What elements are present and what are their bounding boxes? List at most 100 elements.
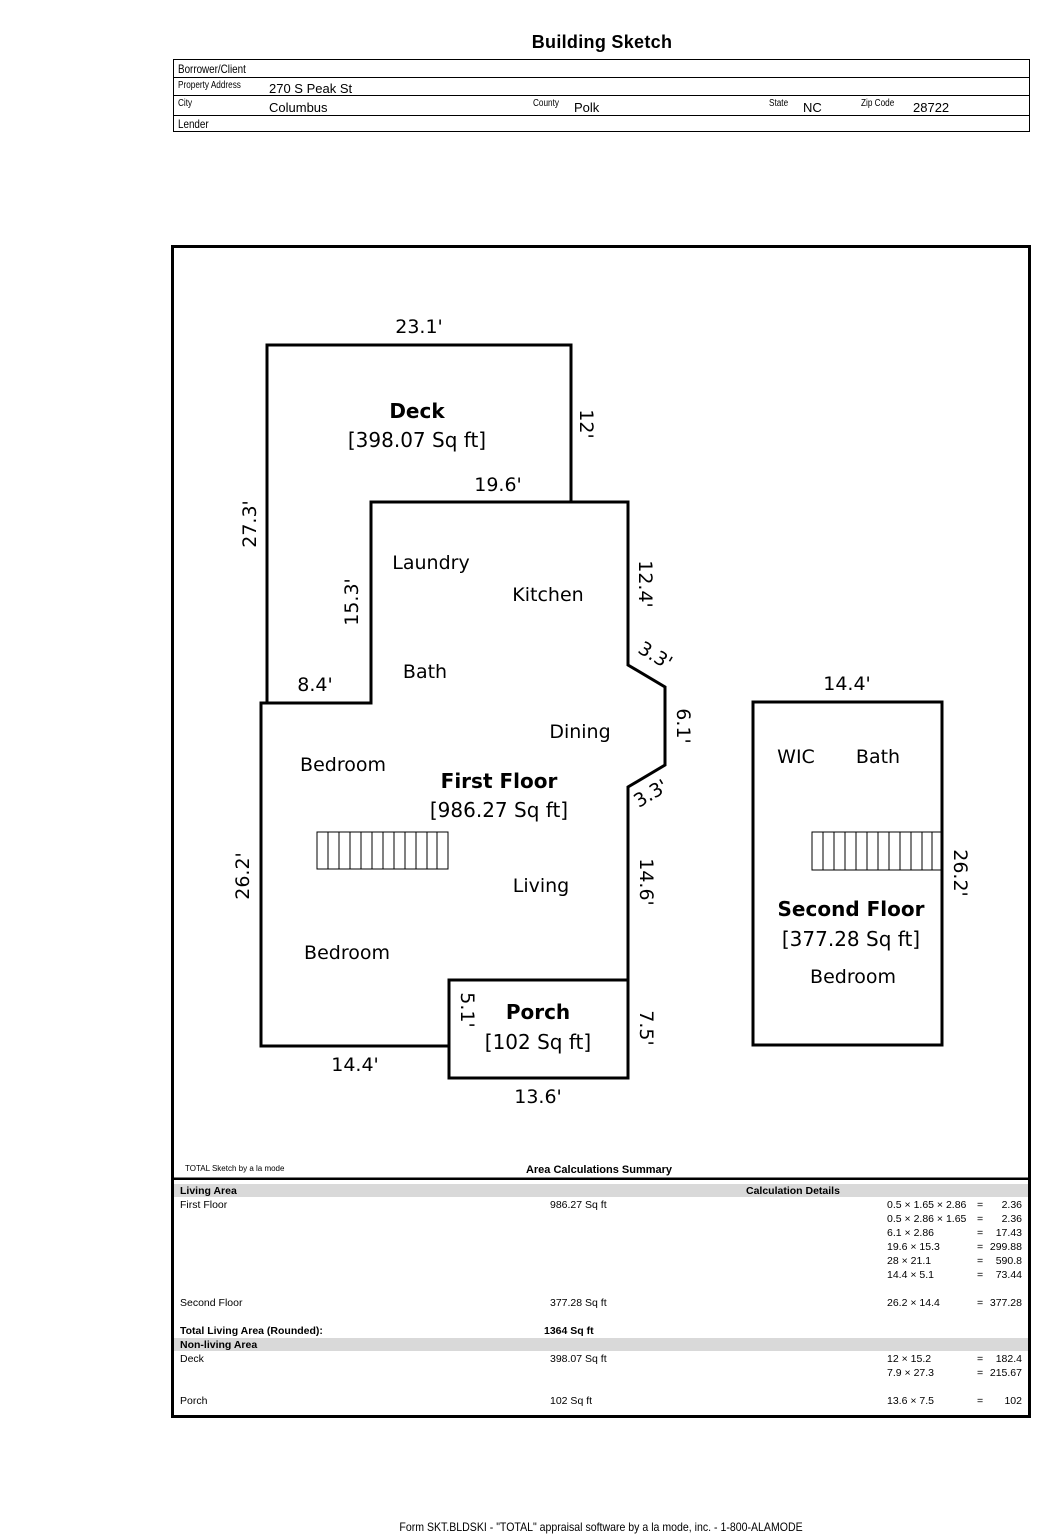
calc-expr: 19.6 × 15.3 <box>887 1241 940 1253</box>
form-footer: Form SKT.BLDSKI - "TOTAL" appraisal soft… <box>399 1520 803 1534</box>
county-value: Polk <box>574 100 600 115</box>
room-bedroom-second: Bedroom <box>810 966 896 988</box>
calc-eq: = <box>977 1199 984 1211</box>
deck-area-name: Deck <box>389 399 445 423</box>
calc-value: 102 <box>1004 1395 1022 1407</box>
second-floor-label: Second Floor <box>180 1297 243 1309</box>
calculation-details-header: Calculation Details <box>746 1185 840 1197</box>
floor-plan-sketch: 23.1' 12' 19.6' 27.3' 15.3' 8.4' 12.4' 3… <box>172 316 1030 1180</box>
dim-second-top: 14.4' <box>823 673 871 695</box>
porch-area: 102 Sq ft <box>550 1395 593 1407</box>
porch-area-name: Porch <box>506 1000 570 1024</box>
porch-area-size: [102 Sq ft] <box>485 1030 591 1054</box>
borrower-row: Borrower/Client <box>174 60 1029 78</box>
property-row: Property Address 270 S Peak St <box>174 78 1029 96</box>
county-label: County <box>533 98 559 109</box>
deck-area: 398.07 Sq ft <box>550 1353 607 1365</box>
room-living: Living <box>513 875 570 897</box>
zip-code-label: Zip Code <box>861 98 895 109</box>
software-note: TOTAL Sketch by a la mode <box>185 1164 285 1173</box>
dim-porch-left: 5.1' <box>456 992 478 1027</box>
calc-expr: 0.5 × 1.65 × 2.86 <box>887 1199 967 1211</box>
borrower-label: Borrower/Client <box>178 62 246 76</box>
area-calculations-table: Living Area Calculation Details First Fl… <box>174 1180 1028 1415</box>
calc-value: 2.36 <box>1001 1199 1022 1211</box>
total-living-area-value: 1364 Sq ft <box>544 1325 594 1337</box>
deck-label: Deck <box>180 1353 204 1365</box>
calc-expr: 26.2 × 14.4 <box>887 1297 940 1309</box>
lender-row: Lender <box>174 116 1029 132</box>
calc-value: 215.67 <box>989 1367 1022 1379</box>
dim-deck-left: 27.3' <box>239 500 261 548</box>
calc-value: 182.4 <box>995 1353 1022 1365</box>
subject-info-box: Borrower/Client Property Address 270 S P… <box>173 59 1030 132</box>
calc-value: 377.28 <box>989 1297 1022 1309</box>
deck-area-size: [398.07 Sq ft] <box>348 428 486 452</box>
second-floor-area-name: Second Floor <box>778 897 925 921</box>
dim-first-bottom: 14.4' <box>331 1054 379 1076</box>
stairs-first-floor <box>316 831 449 870</box>
first-floor-area-size: [986.27 Sq ft] <box>430 798 568 822</box>
zip-code-value: 28722 <box>913 100 950 115</box>
sketch-frame <box>171 245 1031 1418</box>
property-address-value: 270 S Peak St <box>269 81 353 96</box>
total-living-area-label: Total Living Area (Rounded): <box>180 1325 323 1337</box>
dim-living-right: 14.6' <box>635 858 657 906</box>
calc-expr: 12 × 15.2 <box>887 1353 932 1365</box>
summary-title: Area Calculations Summary <box>525 1164 673 1176</box>
calc-eq: = <box>977 1255 984 1267</box>
room-dining: Dining <box>549 721 610 743</box>
calc-expr: 6.1 × 2.86 <box>887 1227 934 1239</box>
calc-expr: 14.4 × 5.1 <box>887 1269 934 1281</box>
dim-deck-top: 23.1' <box>395 316 443 338</box>
dim-bay-right: 6.1' <box>672 708 694 743</box>
city-row: City Columbus County Polk State NC Zip C… <box>174 96 1029 116</box>
calc-value: 299.88 <box>989 1241 1022 1253</box>
room-bath-second: Bath <box>856 746 900 768</box>
second-floor-area: 377.28 Sq ft <box>550 1297 607 1309</box>
living-area-band <box>174 1184 1028 1197</box>
dim-porch-bottom: 13.6' <box>514 1086 562 1108</box>
calc-value: 73.44 <box>995 1269 1022 1281</box>
calc-eq: = <box>977 1395 984 1407</box>
dim-deck-right: 12' <box>575 409 597 438</box>
first-floor-label: First Floor <box>180 1199 228 1211</box>
dim-laundry-left: 15.3' <box>341 578 363 626</box>
first-floor-area-name: First Floor <box>441 769 558 793</box>
room-kitchen: Kitchen <box>512 584 583 606</box>
calc-value: 590.8 <box>995 1255 1022 1267</box>
first-floor-area: 986.27 Sq ft <box>550 1199 607 1211</box>
city-value: Columbus <box>269 100 328 115</box>
property-address-label: Property Address <box>178 80 241 91</box>
calc-value: 2.36 <box>1001 1213 1022 1225</box>
second-floor-area-size: [377.28 Sq ft] <box>782 927 920 951</box>
room-laundry: Laundry <box>392 552 469 574</box>
room-bedroom-rear: Bedroom <box>304 942 390 964</box>
calc-expr: 28 × 21.1 <box>887 1255 932 1267</box>
city-label: City <box>178 98 193 109</box>
state-label: State <box>769 98 789 109</box>
stairs-second-floor <box>811 831 943 871</box>
room-wic: WIC <box>777 746 815 768</box>
dim-porch-right: 7.5' <box>635 1010 657 1045</box>
calc-expr: 0.5 × 2.86 × 1.65 <box>887 1213 967 1225</box>
lender-label: Lender <box>178 117 209 131</box>
room-bedroom-front: Bedroom <box>300 754 386 776</box>
state-value: NC <box>803 100 822 115</box>
dim-bay-upper: 3.3' <box>634 637 676 674</box>
porch-label: Porch <box>180 1395 208 1407</box>
calc-eq: = <box>977 1241 984 1253</box>
porch-outline <box>447 978 630 1080</box>
calc-eq: = <box>977 1353 984 1365</box>
dim-bath-ledge: 8.4' <box>297 674 332 696</box>
calc-eq: = <box>977 1227 984 1239</box>
calc-value: 17.43 <box>995 1227 1022 1239</box>
calc-eq: = <box>977 1213 984 1225</box>
living-area-header: Living Area <box>180 1185 237 1197</box>
non-living-area-band <box>174 1338 1028 1351</box>
calc-eq: = <box>977 1297 984 1309</box>
calc-expr: 7.9 × 27.3 <box>887 1367 934 1379</box>
calc-eq: = <box>977 1269 984 1281</box>
page-title: Building Sketch <box>531 32 673 52</box>
non-living-area-header: Non-living Area <box>180 1339 258 1351</box>
